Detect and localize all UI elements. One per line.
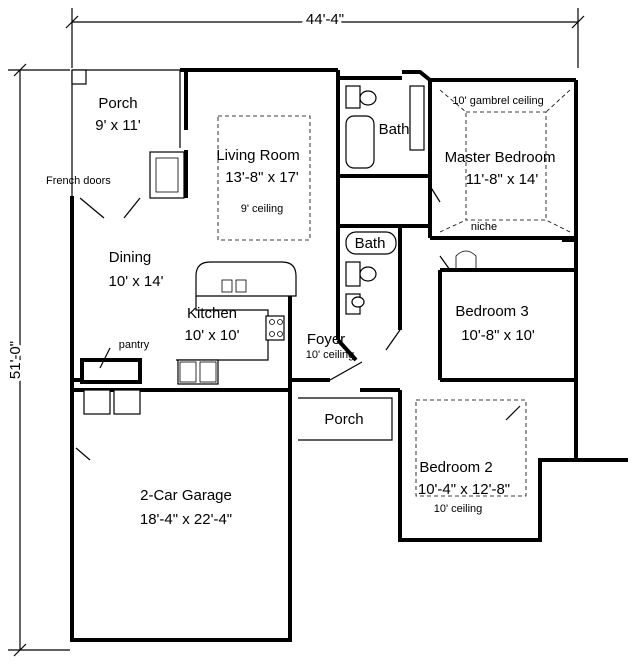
master-bedroom-size: 11'-8" x 14' [466, 171, 539, 188]
exterior-walls [70, 68, 628, 642]
bedroom-2-size: 10'-4" x 12'-8" [418, 481, 510, 498]
bedroom-2-name: Bedroom 2 [419, 459, 492, 476]
master-ceiling: 10' gambrel ceiling [452, 95, 543, 107]
dining-name: Dining [109, 249, 152, 266]
bedroom-2-ceiling: 10' ceiling [434, 503, 483, 515]
bedroom-3-name: Bedroom 3 [455, 303, 528, 320]
depth-dimension-line [8, 63, 70, 657]
kitchen-size: 10' x 10' [185, 327, 240, 344]
foyer-name: Foyer [307, 331, 345, 348]
niche-label: niche [471, 221, 497, 233]
bath-1-label: Bath [379, 121, 410, 138]
garage-size: 18'-4" x 22'-4" [140, 511, 232, 528]
pantry-label: pantry [119, 339, 150, 351]
front-porch-label: Porch [324, 411, 363, 428]
master-bedroom-name: Master Bedroom [445, 149, 556, 166]
living-room-ceiling: 9' ceiling [241, 203, 283, 215]
foyer-ceiling: 10' ceiling [306, 349, 355, 361]
laundry-appliances [83, 389, 141, 415]
back-porch-name: Porch [98, 95, 137, 112]
bath-2-label: Bath [355, 235, 386, 252]
back-porch-size: 9' x 11' [95, 117, 141, 134]
porch-post [71, 69, 87, 85]
width-dimension: 44'-4" [306, 11, 344, 28]
ceiling-outlines [217, 89, 571, 497]
kitchen-name: Kitchen [187, 305, 237, 322]
door-swings [75, 185, 521, 461]
living-room-name: Living Room [216, 147, 299, 164]
bath-fixtures [345, 85, 425, 315]
width-dimension-line [65, 8, 585, 68]
fireplace [149, 151, 185, 199]
dining-size: 10' x 14' [109, 273, 164, 290]
kitchen-counters [176, 261, 297, 385]
bedroom-3-size: 10'-8" x 10' [461, 327, 535, 344]
living-room-size: 13'-8" x 17' [225, 169, 299, 186]
depth-dimension: 51'-0" [7, 341, 24, 379]
garage-name: 2-Car Garage [140, 487, 232, 504]
french-doors-label: French doors [46, 175, 111, 187]
